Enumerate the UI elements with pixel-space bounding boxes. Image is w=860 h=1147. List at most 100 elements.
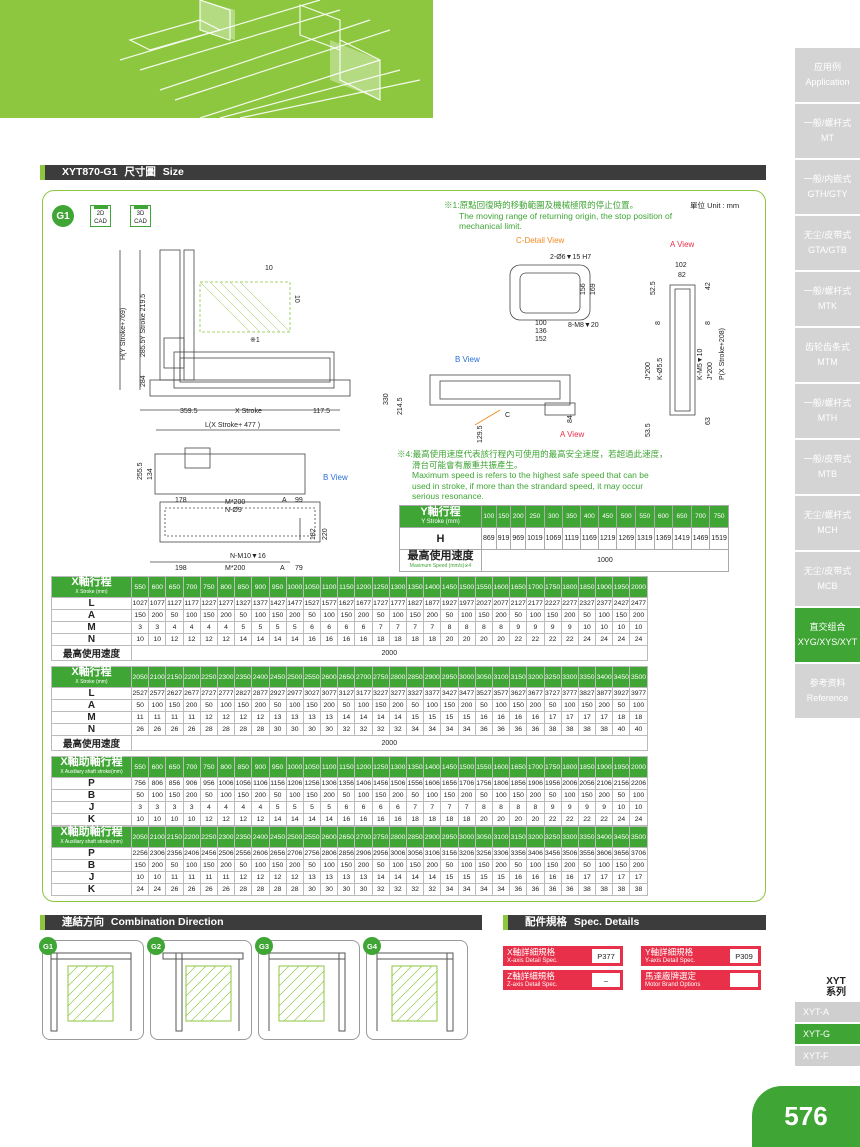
table-cell: 12: [251, 711, 270, 724]
y-stroke-cell: 250: [525, 505, 545, 528]
table-cell: 200: [388, 789, 408, 802]
comb-badge: G1: [39, 937, 57, 955]
table-cell: 3527: [474, 687, 493, 700]
table-cell: 200: [457, 789, 476, 802]
table-cell: 150: [302, 789, 322, 802]
table-cell: 7: [371, 621, 390, 634]
row-label: J: [51, 801, 132, 814]
table-cell: 2706: [285, 847, 304, 860]
page-ref[interactable]: –: [591, 972, 621, 988]
stroke-cell: 3300: [560, 666, 579, 688]
table-cell: 1106: [251, 777, 270, 790]
table-cell: 16: [526, 711, 545, 724]
table-cell: 3377: [423, 687, 442, 700]
table-cell: 2527: [130, 687, 150, 700]
table-cell: 16: [337, 633, 356, 646]
table-cell: 3977: [629, 687, 648, 700]
table-cell: 12: [234, 871, 253, 884]
page-ref[interactable]: P377: [591, 948, 621, 964]
table-cell: 3077: [320, 687, 339, 700]
table-cell: 12: [234, 813, 253, 826]
table-cell: 15: [405, 711, 425, 724]
table-cell: 30: [320, 723, 339, 736]
table-cell: 20: [491, 633, 511, 646]
table-cell: 6: [354, 801, 373, 814]
table-cell: 10: [612, 621, 631, 634]
table-cell: 1006: [216, 777, 236, 790]
table-cell: 3356: [509, 847, 528, 860]
stroke-cell: 3350: [577, 666, 597, 688]
cad-2d-button[interactable]: 2D CAD: [90, 205, 111, 227]
table-cell: 38: [560, 723, 579, 736]
table-cell: 8: [509, 801, 528, 814]
table-cell: 10: [130, 813, 150, 826]
table-cell: 100: [629, 699, 648, 712]
table-cell: 3: [165, 801, 184, 814]
table-cell: 1827: [405, 597, 425, 610]
page-ref[interactable]: P309: [729, 948, 759, 964]
table-cell: 150: [130, 609, 150, 622]
table-cell: 50: [474, 789, 493, 802]
unit-label: 單位 Unit : mm: [690, 201, 740, 210]
table-cell: 20: [474, 633, 493, 646]
table-cell: 11: [216, 871, 236, 884]
table-cell: 3627: [509, 687, 528, 700]
table-cell: 200: [216, 609, 236, 622]
table-cell: 28: [234, 883, 253, 896]
table-cell: 200: [354, 859, 373, 872]
table-cell: 9: [595, 801, 614, 814]
series-item-xyt-a[interactable]: XYT-A: [795, 1002, 860, 1022]
table-cell: 24: [612, 633, 631, 646]
y-stroke-cell: 500: [616, 505, 636, 528]
dim-a13: 63: [705, 417, 712, 425]
series-nav: XYT-A XYT-G XYT-F: [795, 1002, 860, 1068]
stroke-cell: 1200: [354, 756, 373, 778]
page-ref[interactable]: [729, 972, 759, 988]
table-cell: 14: [251, 633, 270, 646]
table-cell: 50: [405, 699, 425, 712]
table-cell: 3477: [457, 687, 476, 700]
dim-a6: 8: [655, 321, 662, 325]
table-cell: 1956: [543, 777, 562, 790]
series-item-xyt-g[interactable]: XYT-G: [795, 1024, 860, 1044]
table-cell: 10: [577, 621, 597, 634]
stroke-cell: 2600: [320, 826, 339, 848]
cad-3d-button[interactable]: 3D CAD: [130, 205, 151, 227]
b-view-label-main: B View: [323, 473, 348, 482]
stroke-cell: 2250: [199, 666, 218, 688]
table-cell: 3606: [595, 847, 614, 860]
table-cell: 2977: [285, 687, 304, 700]
table-cell: 10: [165, 813, 184, 826]
table-cell: 14: [337, 711, 356, 724]
table-cell: 22: [560, 813, 579, 826]
table-cell: 2877: [251, 687, 270, 700]
table-cell: 1056: [234, 777, 253, 790]
series-item-xyt-f[interactable]: XYT-F: [795, 1046, 860, 1066]
table-cell: 18: [629, 711, 648, 724]
speed-label: 最高使用速度: [51, 645, 132, 661]
table-cell: 100: [560, 789, 579, 802]
table-cell: 11: [182, 711, 201, 724]
dim-c5: 136: [535, 328, 547, 335]
dim-m200: M*200: [225, 499, 245, 506]
stroke-cell: 650: [165, 576, 184, 598]
